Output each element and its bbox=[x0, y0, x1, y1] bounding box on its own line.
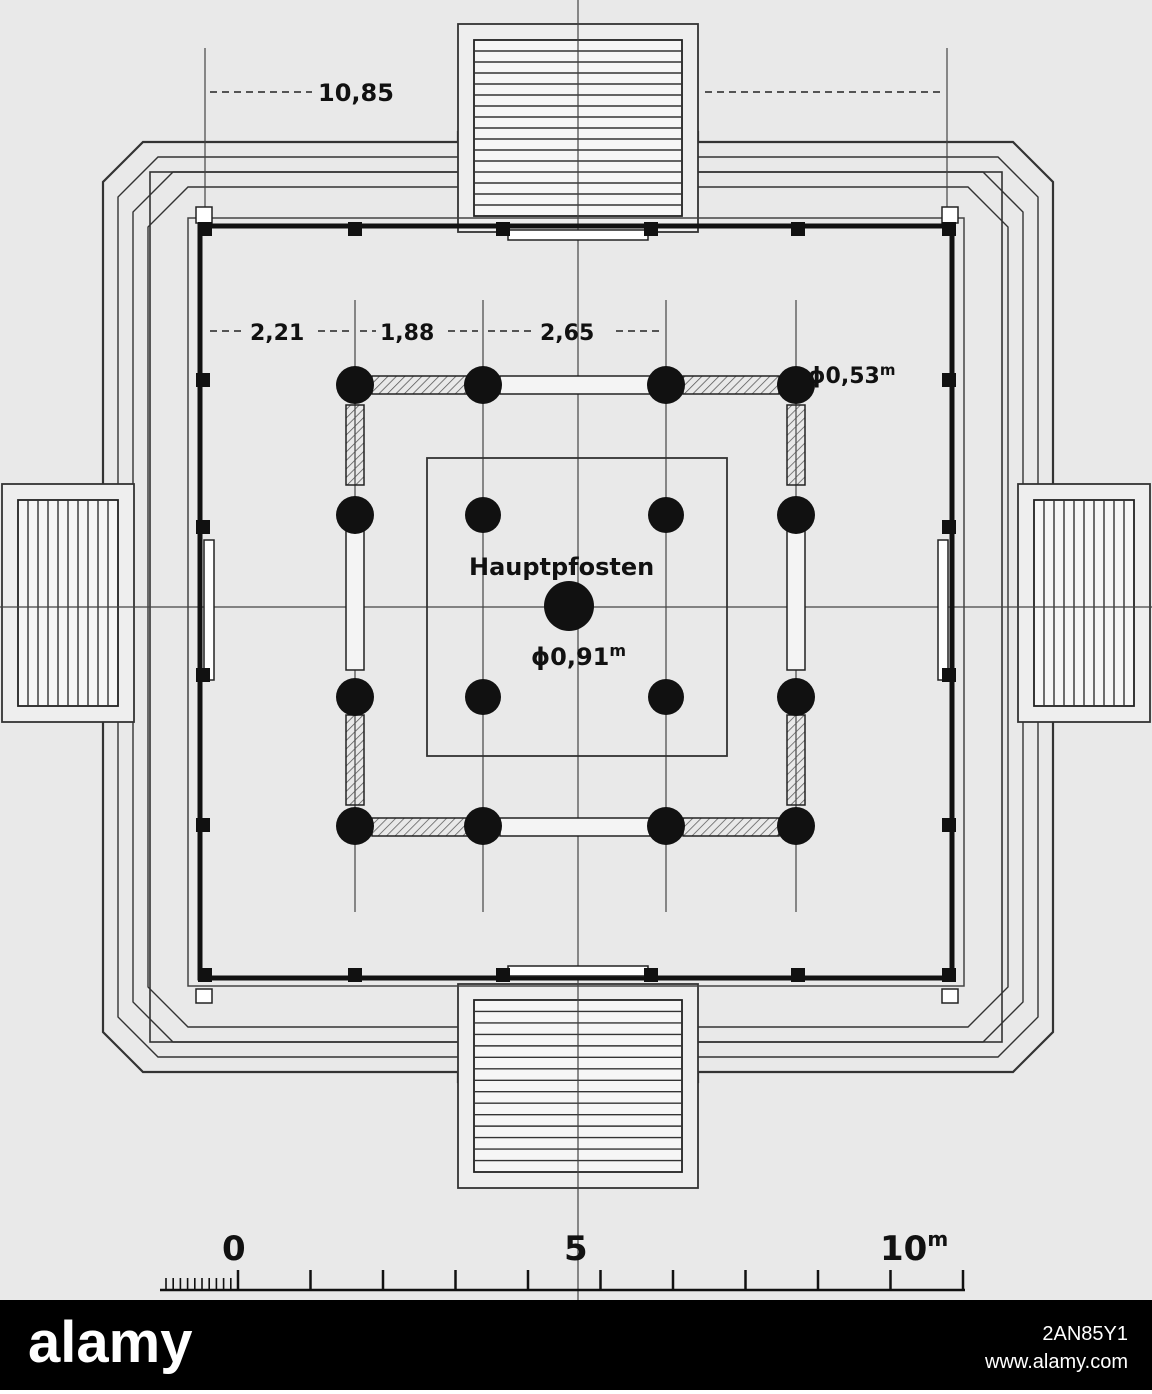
scale-label-10: 10m bbox=[880, 1227, 948, 1269]
pillar-diameter-unit: m bbox=[880, 361, 896, 379]
pillar bbox=[647, 366, 685, 404]
wall-post bbox=[196, 373, 210, 387]
wall-post bbox=[196, 818, 210, 832]
dim-overall-label: 10,85 bbox=[318, 79, 394, 107]
dim-b-label: 1,88 bbox=[380, 321, 434, 346]
wall-post bbox=[644, 222, 658, 236]
main-post-diameter-label: ϕ0,91m bbox=[531, 641, 626, 671]
main-post bbox=[544, 581, 594, 631]
inner-pillar bbox=[465, 679, 501, 715]
pillar bbox=[777, 678, 815, 716]
wall-post bbox=[942, 668, 956, 682]
main-post-diameter-unit: m bbox=[609, 641, 626, 660]
watermark-image-id: 2AN85Y1 bbox=[1042, 1323, 1128, 1345]
inner-pillar bbox=[465, 497, 501, 533]
outer-wall bbox=[187, 206, 965, 1004]
pillar bbox=[647, 807, 685, 845]
pillar-diameter-label: ϕ0,53m bbox=[808, 361, 895, 389]
inner-hatched-walls bbox=[345, 375, 806, 837]
pillar bbox=[777, 366, 815, 404]
watermark-banner: alamy 2AN85Y1 www.alamy.com bbox=[0, 1300, 1152, 1390]
staircase bbox=[1017, 483, 1151, 723]
pillar bbox=[777, 496, 815, 534]
pillar bbox=[464, 807, 502, 845]
scale-label-unit: m bbox=[927, 1227, 948, 1251]
wall-post bbox=[644, 968, 658, 982]
pillar bbox=[777, 807, 815, 845]
watermark-banner-graphic: alamy 2AN85Y1 www.alamy.com bbox=[28, 1310, 1128, 1375]
pillar bbox=[336, 807, 374, 845]
diameter-symbol-2: ϕ bbox=[531, 643, 550, 671]
inner-pillar bbox=[648, 679, 684, 715]
wall-post bbox=[496, 222, 510, 236]
wall-post bbox=[196, 520, 210, 534]
wall-posts bbox=[196, 222, 956, 982]
watermark-brand: alamy bbox=[28, 1310, 192, 1375]
scale-bar: 0 5 10m bbox=[160, 1227, 965, 1292]
wall-post bbox=[198, 968, 212, 982]
wall-post bbox=[198, 222, 212, 236]
staircase bbox=[1, 483, 135, 723]
wall-post bbox=[791, 968, 805, 982]
watermark-site: www.alamy.com bbox=[984, 1351, 1128, 1373]
scale-label-10-value: 10 bbox=[880, 1229, 927, 1269]
dim-c-label: 2,65 bbox=[540, 321, 594, 346]
wall-post bbox=[942, 222, 956, 236]
floor-plan-drawing: 10,85 2,21 1,88 2,65 ϕ0,53m Hauptpfosten… bbox=[0, 0, 1152, 1300]
diameter-symbol: ϕ bbox=[808, 364, 826, 389]
dim-a-label: 2,21 bbox=[250, 321, 304, 346]
wall-post bbox=[791, 222, 805, 236]
pillar-diameter-value: 0,53 bbox=[826, 364, 880, 389]
wall-post bbox=[942, 968, 956, 982]
wall-post bbox=[496, 968, 510, 982]
pillar bbox=[336, 496, 374, 534]
main-post-diameter-value: 0,91 bbox=[550, 643, 609, 671]
wall-post bbox=[942, 818, 956, 832]
wall-post bbox=[348, 968, 362, 982]
wall-post bbox=[942, 373, 956, 387]
scale-label-5: 5 bbox=[564, 1229, 588, 1269]
main-post-label: Hauptpfosten bbox=[469, 553, 654, 581]
pillars bbox=[336, 366, 815, 845]
scale-label-0: 0 bbox=[222, 1229, 246, 1269]
wall-post bbox=[196, 668, 210, 682]
pillar bbox=[336, 678, 374, 716]
pillar bbox=[336, 366, 374, 404]
inner-pillar bbox=[648, 497, 684, 533]
inner-sanctuary-outline bbox=[426, 457, 728, 757]
dimension-lines bbox=[210, 91, 943, 332]
pillar bbox=[464, 366, 502, 404]
floor-plan-image: 10,85 2,21 1,88 2,65 ϕ0,53m Hauptpfosten… bbox=[0, 0, 1152, 1300]
wall-post bbox=[348, 222, 362, 236]
wall-post bbox=[942, 520, 956, 534]
